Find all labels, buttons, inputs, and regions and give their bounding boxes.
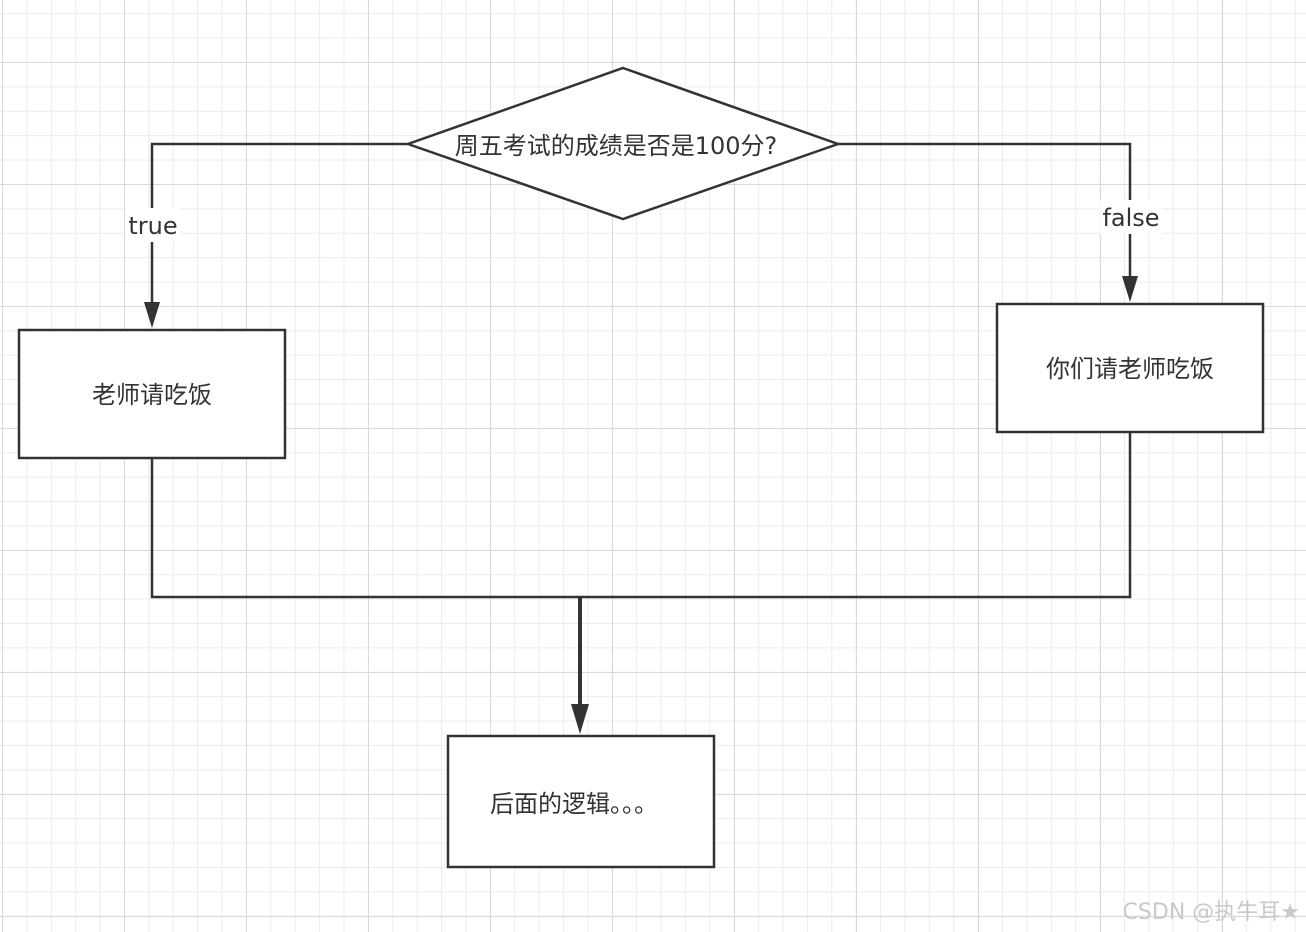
next-step-box bbox=[446, 734, 716, 869]
false-label-background bbox=[1100, 200, 1162, 234]
false-action-box bbox=[995, 302, 1265, 434]
true-action-text: 老师请吃饭 bbox=[92, 381, 212, 409]
csdn-watermark: CSDN @执牛耳★ bbox=[1122, 900, 1300, 925]
false-label: false bbox=[1102, 204, 1159, 232]
true-action-box bbox=[17, 328, 287, 460]
arrowhead-true bbox=[144, 302, 160, 328]
false-action-text: 你们请老师吃饭 bbox=[1046, 355, 1214, 383]
arrowhead-false bbox=[1122, 276, 1138, 302]
edge-false-to-merge bbox=[580, 432, 1132, 599]
next-step-text: 后面的逻辑。。。 bbox=[490, 790, 658, 818]
true-label: true bbox=[128, 212, 177, 240]
decision-diamond bbox=[404, 66, 842, 221]
edge-decision-to-true bbox=[150, 142, 408, 305]
decision-text: 周五考试的成绩是否是100分? bbox=[455, 132, 778, 160]
edge-decision-to-false bbox=[838, 142, 1132, 278]
true-label-background bbox=[126, 208, 180, 242]
edge-true-to-merge bbox=[150, 458, 580, 599]
arrowhead-next bbox=[571, 704, 589, 734]
